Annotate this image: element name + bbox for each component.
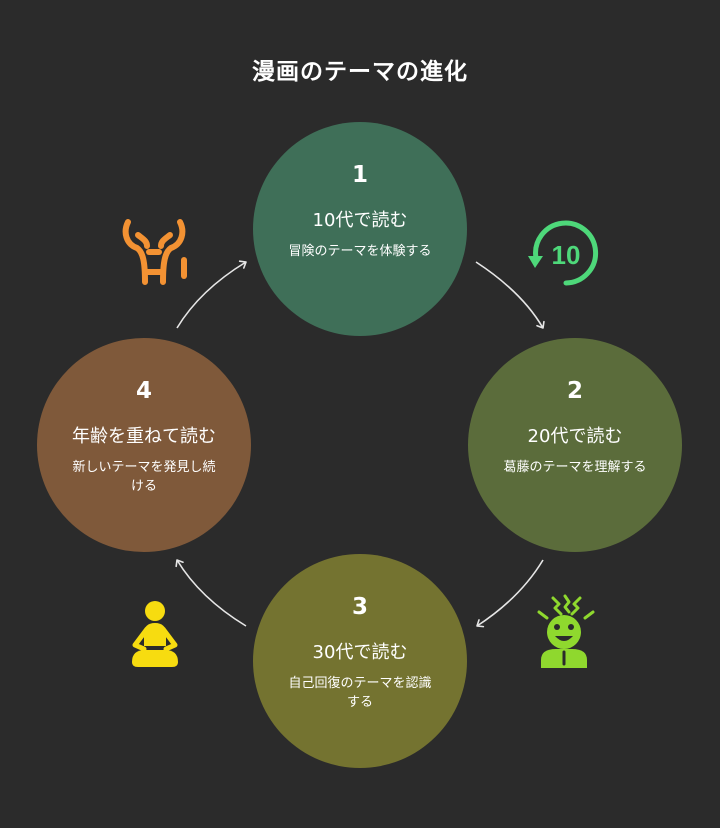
page-title: 漫画のテーマの進化 <box>252 59 468 85</box>
stage-heading: 20代で読む <box>527 426 623 447</box>
stage-heading: 30代で読む <box>312 642 408 663</box>
stage-heading: 10代で読む <box>312 210 408 231</box>
stage-number: 4 <box>135 378 152 404</box>
stage-description: 葛藤のテーマを理解する <box>503 460 647 475</box>
stressed-figure-icon <box>122 219 187 285</box>
stage-number: 3 <box>351 594 368 620</box>
arrow-1-to-2 <box>475 261 545 329</box>
stage-heading: 年齢を重ねて読む <box>72 426 216 447</box>
stage-node-4: 4 年齢を重ねて読む 新しいテーマを発見し続ける <box>37 338 251 552</box>
stage-number: 2 <box>566 378 583 404</box>
arrow-4-to-1 <box>176 260 247 329</box>
arrow-2-to-3 <box>476 559 544 628</box>
meditation-icon <box>132 601 178 667</box>
replay-10-icon: 10 <box>528 220 599 286</box>
stage-description: 冒険のテーマを体験する <box>288 244 432 259</box>
stage-node-3: 3 30代で読む 自己回復のテーマを認識する <box>253 554 467 768</box>
arrow-3-to-4 <box>175 559 247 627</box>
stage-number: 1 <box>351 162 368 188</box>
stage-description: 自己回復のテーマを認識する <box>288 676 432 710</box>
stage-node-1: 1 10代で読む 冒険のテーマを体験する <box>253 122 467 336</box>
replay-10-label: 10 <box>552 240 581 270</box>
stage-description: 新しいテーマを発見し続ける <box>72 460 216 494</box>
anxious-face-icon <box>537 594 595 668</box>
stage-node-2: 2 20代で読む 葛藤のテーマを理解する <box>468 338 682 552</box>
